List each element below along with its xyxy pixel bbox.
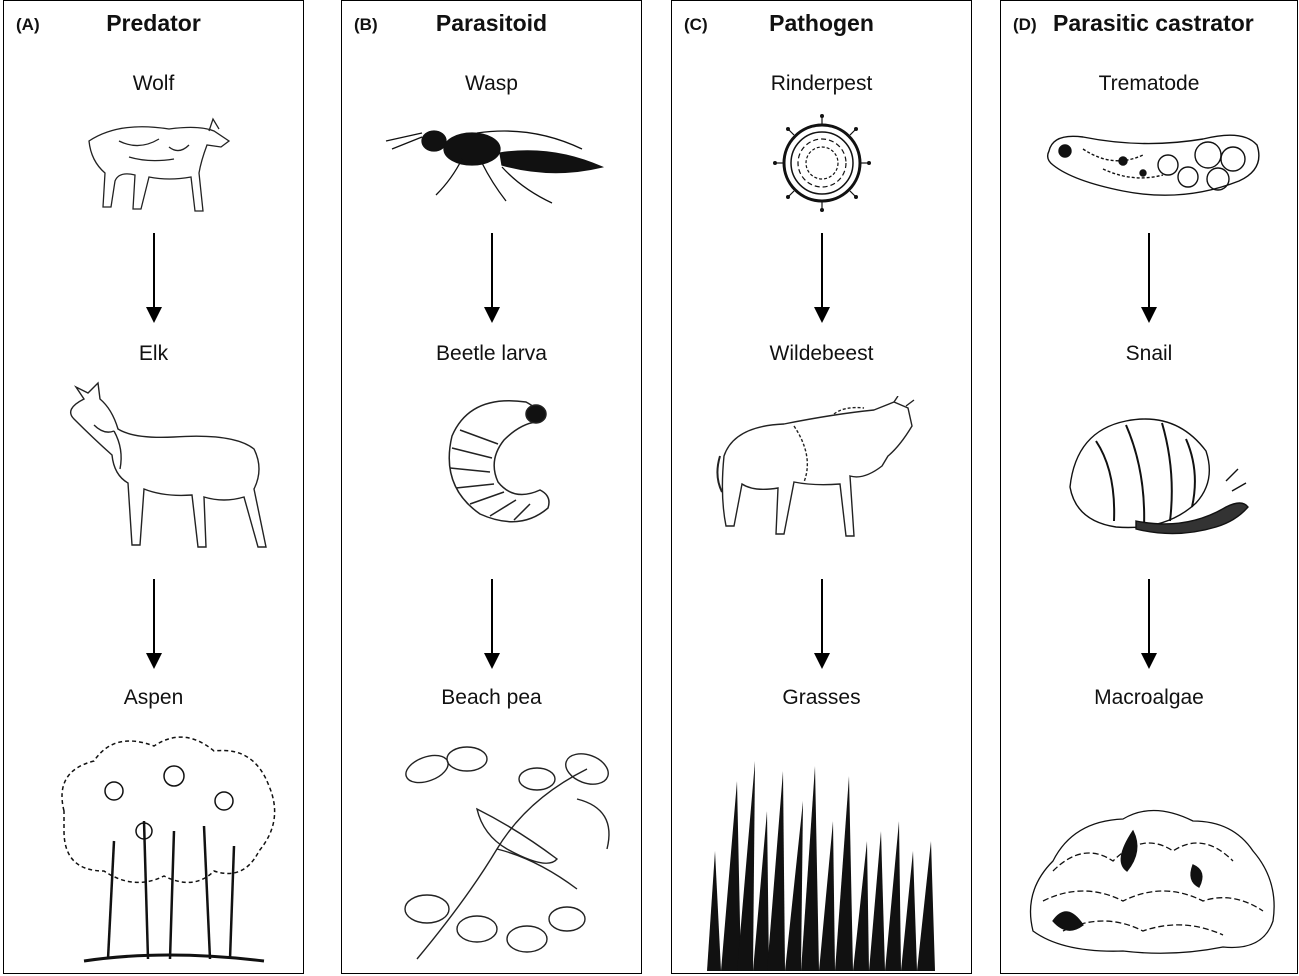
panel-title: Pathogen bbox=[672, 10, 971, 37]
arrow-down-icon bbox=[1139, 579, 1159, 669]
level-middle-label: Elk bbox=[4, 342, 303, 366]
level-middle-label: Beetle larva bbox=[342, 342, 641, 366]
arrow-down-icon bbox=[144, 579, 164, 669]
level-top-label: Wolf bbox=[4, 72, 303, 96]
level-middle-label: Snail bbox=[1001, 342, 1297, 366]
snail-icon bbox=[1066, 411, 1251, 541]
wildebeest-icon bbox=[714, 396, 919, 541]
beach-pea-icon bbox=[387, 739, 627, 964]
level-bottom-label: Macroalgae bbox=[1001, 686, 1297, 710]
wasp-icon bbox=[382, 119, 612, 214]
arrow-down-icon bbox=[812, 579, 832, 669]
rinderpest-virus-icon bbox=[772, 113, 872, 213]
arrow-down-icon bbox=[144, 233, 164, 323]
aspen-trees-icon bbox=[44, 731, 284, 966]
grasses-icon bbox=[707, 751, 937, 971]
level-top-label: Trematode bbox=[1001, 72, 1297, 96]
level-bottom-label: Beach pea bbox=[342, 686, 641, 710]
beetle-larva-icon bbox=[440, 396, 555, 531]
level-bottom-label: Aspen bbox=[4, 686, 303, 710]
arrow-down-icon bbox=[482, 579, 502, 669]
level-top-label: Rinderpest bbox=[672, 72, 971, 96]
panel-title: Predator bbox=[4, 10, 303, 37]
wolf-icon bbox=[79, 111, 239, 221]
panel-predator: (A) Predator Wolf Elk Aspen bbox=[3, 0, 304, 974]
arrow-down-icon bbox=[1139, 233, 1159, 323]
panel-parasitic-castrator: (D) Parasitic castrator Trematode Snail … bbox=[1000, 0, 1298, 974]
panel-pathogen: (C) Pathogen Rinderpest Wildebeest bbox=[671, 0, 972, 974]
panel-parasitoid: (B) Parasitoid Wasp Beetle larva Beach p… bbox=[341, 0, 642, 974]
arrow-down-icon bbox=[482, 233, 502, 323]
panel-tag: (D) bbox=[1013, 15, 1037, 35]
elk-icon bbox=[54, 379, 274, 554]
level-middle-label: Wildebeest bbox=[672, 342, 971, 366]
arrow-down-icon bbox=[812, 233, 832, 323]
panel-title: Parasitoid bbox=[342, 10, 641, 37]
trematode-icon bbox=[1043, 119, 1268, 209]
macroalgae-icon bbox=[1023, 801, 1283, 956]
level-top-label: Wasp bbox=[342, 72, 641, 96]
panel-title: Parasitic castrator bbox=[1053, 10, 1254, 37]
level-bottom-label: Grasses bbox=[672, 686, 971, 710]
